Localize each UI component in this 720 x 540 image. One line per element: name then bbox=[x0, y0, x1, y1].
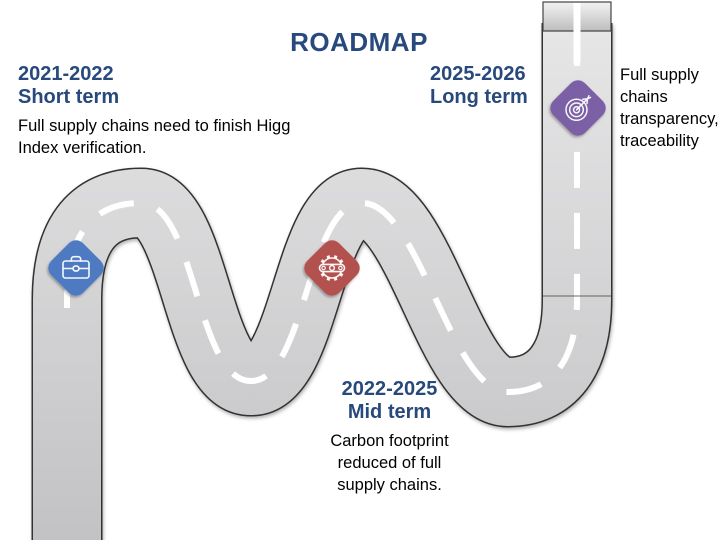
target-arrow-icon bbox=[565, 95, 592, 122]
milestone-long-description: Full supply chains transparency, traceab… bbox=[620, 66, 719, 150]
milestone-mid-description: Carbon footprint reduced of full supply … bbox=[330, 432, 449, 494]
milestone-long-heading: 2025-2026 Long term bbox=[430, 63, 590, 109]
road-top-cap bbox=[542, 1, 612, 63]
milestone-short-period: 2021-2022 bbox=[18, 63, 114, 85]
milestone-short-description: Full supply chains need to finish Higg I… bbox=[18, 117, 291, 157]
milestone-short-term: Short term bbox=[18, 86, 120, 108]
gear-wrench-icon bbox=[318, 255, 346, 281]
milestone-mid-period: 2022-2025 bbox=[341, 378, 438, 400]
milestone-short-block: 2021-2022 Short term Full supply chains … bbox=[18, 63, 320, 159]
road-center-dashes bbox=[64, 23, 580, 396]
milestone-marker-short bbox=[48, 240, 104, 296]
milestone-marker-long bbox=[550, 80, 606, 136]
milestone-marker-mid bbox=[304, 240, 360, 296]
milestone-mid-term: Mid term bbox=[347, 401, 432, 423]
milestone-mid-block: 2022-2025 Mid term Carbon footprint redu… bbox=[312, 378, 467, 496]
milestone-long-term: Long term bbox=[430, 86, 528, 108]
milestone-long-period: 2025-2026 bbox=[430, 63, 526, 85]
page-title: ROADMAP bbox=[290, 27, 428, 57]
road-cap-dash bbox=[573, 3, 581, 63]
briefcase-icon bbox=[62, 255, 90, 279]
